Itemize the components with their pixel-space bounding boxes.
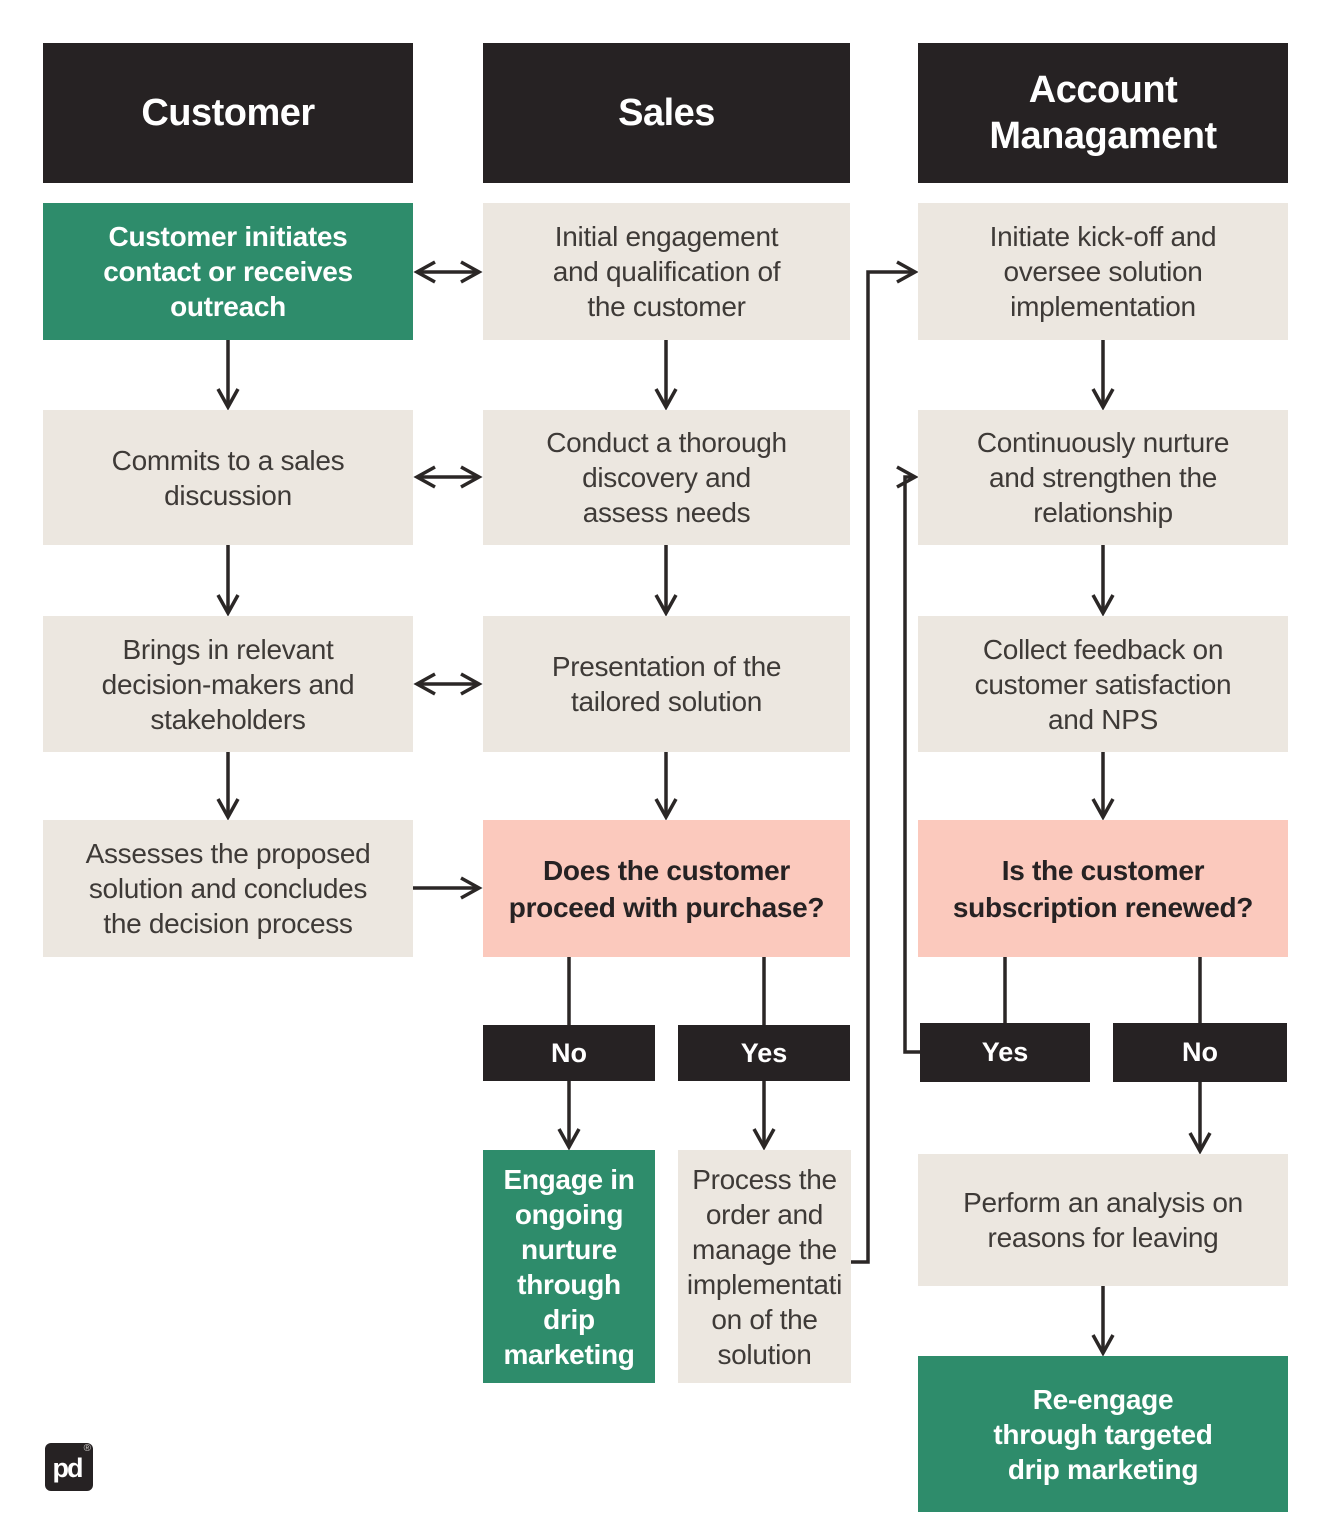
step-process-order: Process the order and manage the impleme… xyxy=(678,1150,851,1383)
step-label: Collect feedback on customer satisfactio… xyxy=(974,633,1232,735)
label-account-no: No xyxy=(1113,1023,1287,1082)
step-label: Engage in ongoing nurture through drip m… xyxy=(503,1163,635,1370)
step-label: Perform an analysis on reasons for leavi… xyxy=(963,1187,1243,1253)
step-conduct-discovery: Conduct a thorough discovery and assess … xyxy=(483,410,850,545)
step-engage-drip-marketing: Engage in ongoing nurture through drip m… xyxy=(483,1150,655,1383)
step-label: Commits to a sales discussion xyxy=(111,444,345,511)
lane-header-account-management-label: Account Managament xyxy=(989,69,1217,157)
step-label: Presentation of the tailored solution xyxy=(551,651,782,717)
lane-header-customer-label: Customer xyxy=(141,92,315,134)
step-analysis-reasons-leaving: Perform an analysis on reasons for leavi… xyxy=(918,1154,1288,1286)
step-reengage-drip-marketing: Re-engage through targeted drip marketin… xyxy=(918,1356,1288,1512)
lane-header-sales-label: Sales xyxy=(618,92,715,134)
step-label: Re-engage through targeted drip marketin… xyxy=(993,1383,1213,1485)
step-collect-feedback-nps: Collect feedback on customer satisfactio… xyxy=(918,616,1288,752)
step-label: Brings in relevant decision-makers and s… xyxy=(101,633,355,735)
label-text: No xyxy=(551,1037,587,1068)
registered-trademark-icon: ® xyxy=(83,1443,91,1454)
decision-proceed-with-purchase: Does the customer proceed with purchase? xyxy=(483,820,850,957)
step-commits-to-discussion: Commits to a sales discussion xyxy=(43,410,413,545)
step-label: Customer initiates contact or receives o… xyxy=(103,221,353,322)
decision-subscription-renewed: Is the customer subscription renewed? xyxy=(918,820,1288,957)
step-label: Initial engagement and qualification of … xyxy=(552,221,781,322)
lane-header-customer: Customer xyxy=(43,43,413,183)
label-text: Yes xyxy=(981,1037,1029,1067)
step-label: Continuously nurture and strengthen the … xyxy=(976,427,1230,528)
label-account-yes: Yes xyxy=(920,1023,1090,1082)
step-label: Assesses the proposed solution and concl… xyxy=(85,838,371,939)
label-text: Yes xyxy=(740,1037,788,1068)
label-text: No xyxy=(1182,1037,1218,1067)
step-brings-decision-makers: Brings in relevant decision-makers and s… xyxy=(43,616,413,752)
label-sales-no: No xyxy=(483,1025,655,1081)
step-customer-initiates-contact: Customer initiates contact or receives o… xyxy=(43,203,413,340)
lane-header-sales: Sales xyxy=(483,43,850,183)
label-sales-yes: Yes xyxy=(678,1025,850,1081)
pandadoc-logo: pd ® xyxy=(45,1443,93,1491)
step-assesses-proposed-solution: Assesses the proposed solution and concl… xyxy=(43,820,413,957)
step-presentation-tailored-solution: Presentation of the tailored solution xyxy=(483,616,850,752)
connector-account-yes-loop-to-nurture xyxy=(896,465,920,1054)
connector-process-to-kickoff xyxy=(851,260,919,1264)
step-initial-engagement: Initial engagement and qualification of … xyxy=(483,203,850,340)
pandadoc-logo-mark: pd xyxy=(52,1452,84,1483)
step-continuously-nurture: Continuously nurture and strengthen the … xyxy=(918,410,1288,545)
step-label: Conduct a thorough discovery and assess … xyxy=(546,427,787,528)
decision-label: Does the customer proceed with purchase? xyxy=(508,854,825,923)
step-label: Initiate kick-off and oversee solution i… xyxy=(989,221,1217,322)
lane-header-account-management: Account Managament xyxy=(918,43,1288,183)
step-initiate-kickoff: Initiate kick-off and oversee solution i… xyxy=(918,203,1288,340)
step-label: Process the order and manage the impleme… xyxy=(686,1163,843,1370)
decision-label: Is the customer subscription renewed? xyxy=(952,854,1254,923)
